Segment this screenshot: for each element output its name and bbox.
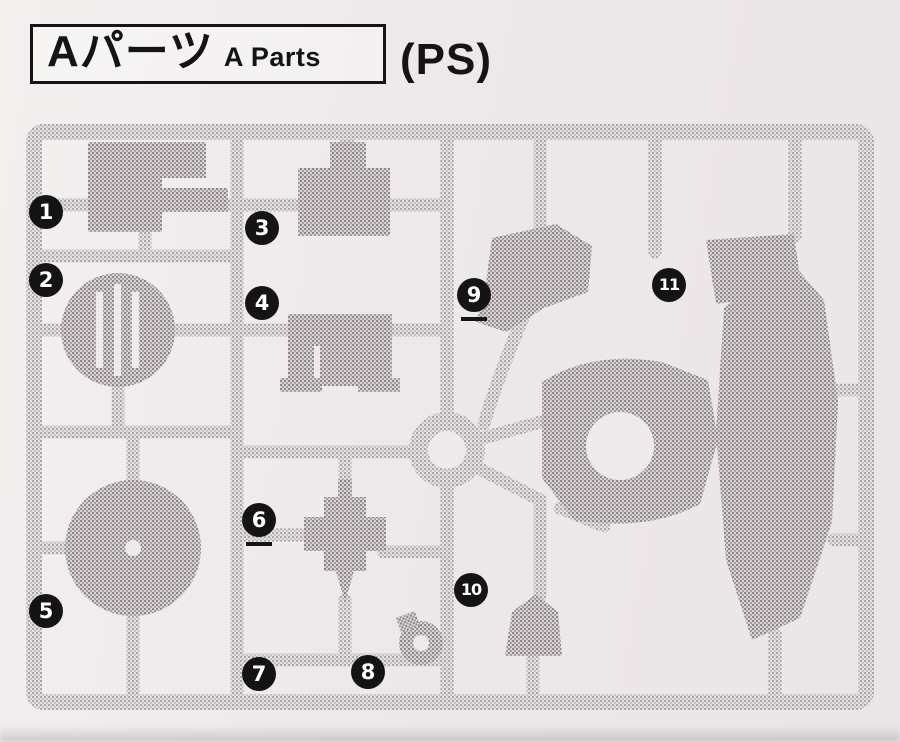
part-6-shape (304, 479, 386, 603)
material-label: (PS) (400, 35, 492, 85)
part-3-shape (298, 168, 390, 236)
parts-title-box: Aパーツ A Parts (30, 24, 386, 85)
sprue-runners (26, 124, 874, 710)
part-11-shape (542, 234, 838, 640)
parts-title-jp: Aパーツ (47, 27, 214, 76)
part-4-shape (280, 314, 400, 392)
part-3-tab (330, 142, 366, 170)
parts-title-en: A Parts (223, 42, 321, 72)
part-10-shape (505, 594, 562, 656)
sprue-parts (61, 142, 838, 665)
part-1-tab (162, 188, 228, 212)
gate-mark-triangle (458, 171, 473, 184)
part-9-shape (476, 224, 592, 332)
part-1-shape (88, 142, 206, 232)
parts-header: Aパーツ A Parts (PS) (30, 24, 492, 85)
sprue-cutouts (96, 171, 654, 651)
